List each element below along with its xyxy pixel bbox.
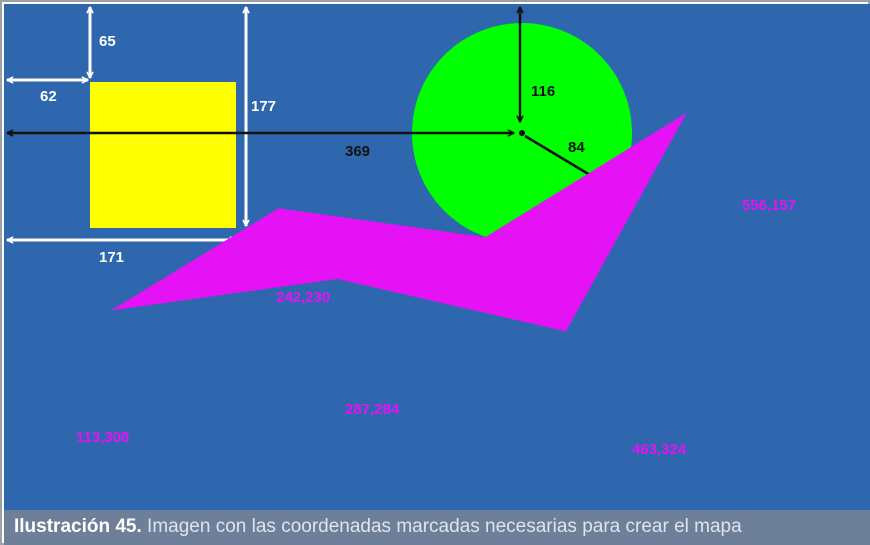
label-width: 171	[99, 249, 124, 266]
yellow-square	[90, 82, 236, 228]
label-top-offset: 65	[99, 33, 116, 50]
vertex-label: 401,252	[502, 305, 556, 322]
label-height: 177	[251, 98, 276, 115]
vertex-label: 287,284	[345, 401, 400, 418]
coordinate-diagram: 65 62 177 171 369 116 84 113,308 242,230…	[4, 4, 870, 510]
circle-center-dot	[519, 130, 525, 136]
vertex-label: 556,157	[742, 197, 796, 214]
label-left-offset: 62	[40, 88, 57, 105]
caption-label: Ilustración 45.	[14, 516, 142, 537]
vertex-label: 242,230	[276, 289, 330, 306]
caption-text: Imagen con las coordenadas marcadas nece…	[141, 516, 742, 537]
label-radius: 84	[568, 139, 585, 156]
figure-caption: Ilustración 45. Imagen con las coordenad…	[4, 510, 870, 545]
label-center-x: 369	[345, 143, 370, 160]
label-center-y: 116	[531, 83, 555, 100]
vertex-label: 463,324	[632, 441, 687, 458]
vertex-label: 113,308	[76, 429, 129, 446]
magenta-polygon	[110, 112, 687, 332]
